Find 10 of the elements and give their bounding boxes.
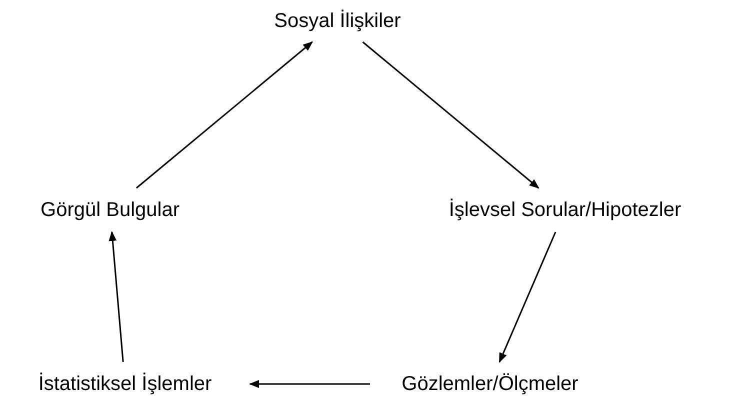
arrow: [108, 231, 124, 362]
arrow: [249, 380, 370, 388]
node-label: İstatistiksel İşlemler: [38, 372, 212, 397]
arrow: [498, 232, 556, 363]
node-label: Sosyal İlişkiler: [274, 8, 401, 34]
node-label: Gözlemler/Ölçmeler: [402, 372, 578, 397]
arrow: [136, 41, 313, 189]
node-label: İşlevsel Sorular/Hipotezler: [448, 198, 682, 223]
arrow: [362, 41, 540, 189]
node-label: Görgül Bulgular: [40, 198, 180, 223]
